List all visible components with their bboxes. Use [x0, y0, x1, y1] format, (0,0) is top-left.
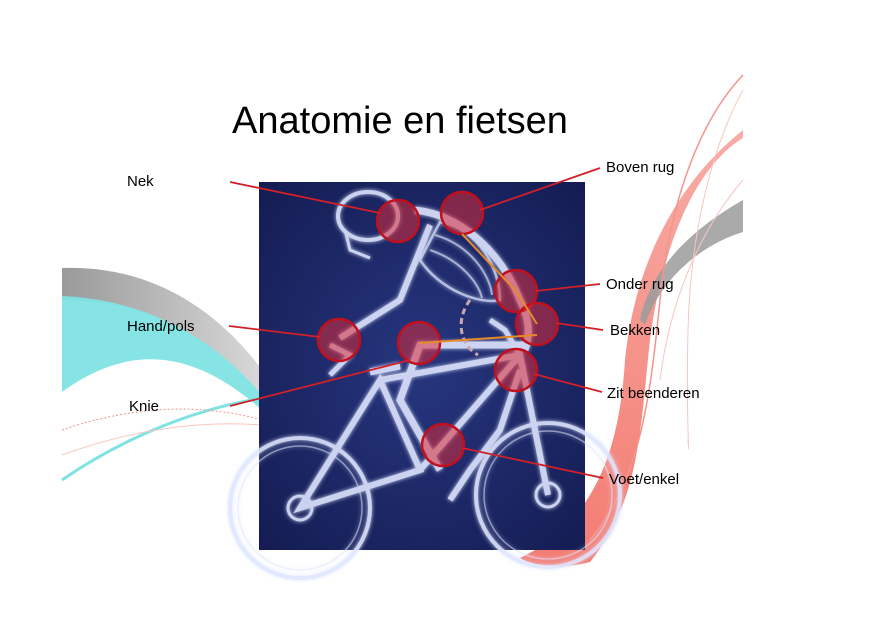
- marker-zit-beenderen: [493, 347, 539, 393]
- right-decoration: [520, 74, 744, 567]
- marker-hand-pols: [316, 317, 362, 363]
- leader-bekken: [555, 322, 604, 331]
- label-zit-beenderen: Zit beenderen: [607, 385, 700, 402]
- label-bekken: Bekken: [610, 322, 661, 339]
- label-onder-rug: Onder rug: [606, 276, 674, 293]
- joint-markers: [316, 190, 560, 468]
- leader-boven-rug: [479, 167, 601, 211]
- marker-voet-enkel: [420, 422, 466, 468]
- leader-hand-pols: [228, 325, 321, 338]
- leader-knie: [229, 359, 411, 407]
- leader-nek: [229, 181, 381, 214]
- label-hand-pols: Hand/pols: [127, 318, 195, 335]
- slide-title: Anatomie en fietsen: [232, 100, 568, 142]
- label-nek: Nek: [127, 173, 154, 190]
- xray-cyclist-image: [228, 182, 622, 580]
- leader-voet-enkel: [461, 447, 604, 479]
- leader-onder-rug: [535, 283, 601, 292]
- marker-boven-rug: [439, 190, 485, 236]
- leader-lines: [228, 167, 604, 479]
- marker-nek: [375, 198, 421, 244]
- left-decoration: [61, 267, 263, 482]
- label-knie: Knie: [129, 398, 160, 415]
- label-voet-enkel: Voet/enkel: [609, 471, 680, 488]
- label-boven-rug: Boven rug: [606, 159, 675, 176]
- leader-zit-beenderen: [533, 373, 603, 393]
- spine-guides: [418, 233, 538, 357]
